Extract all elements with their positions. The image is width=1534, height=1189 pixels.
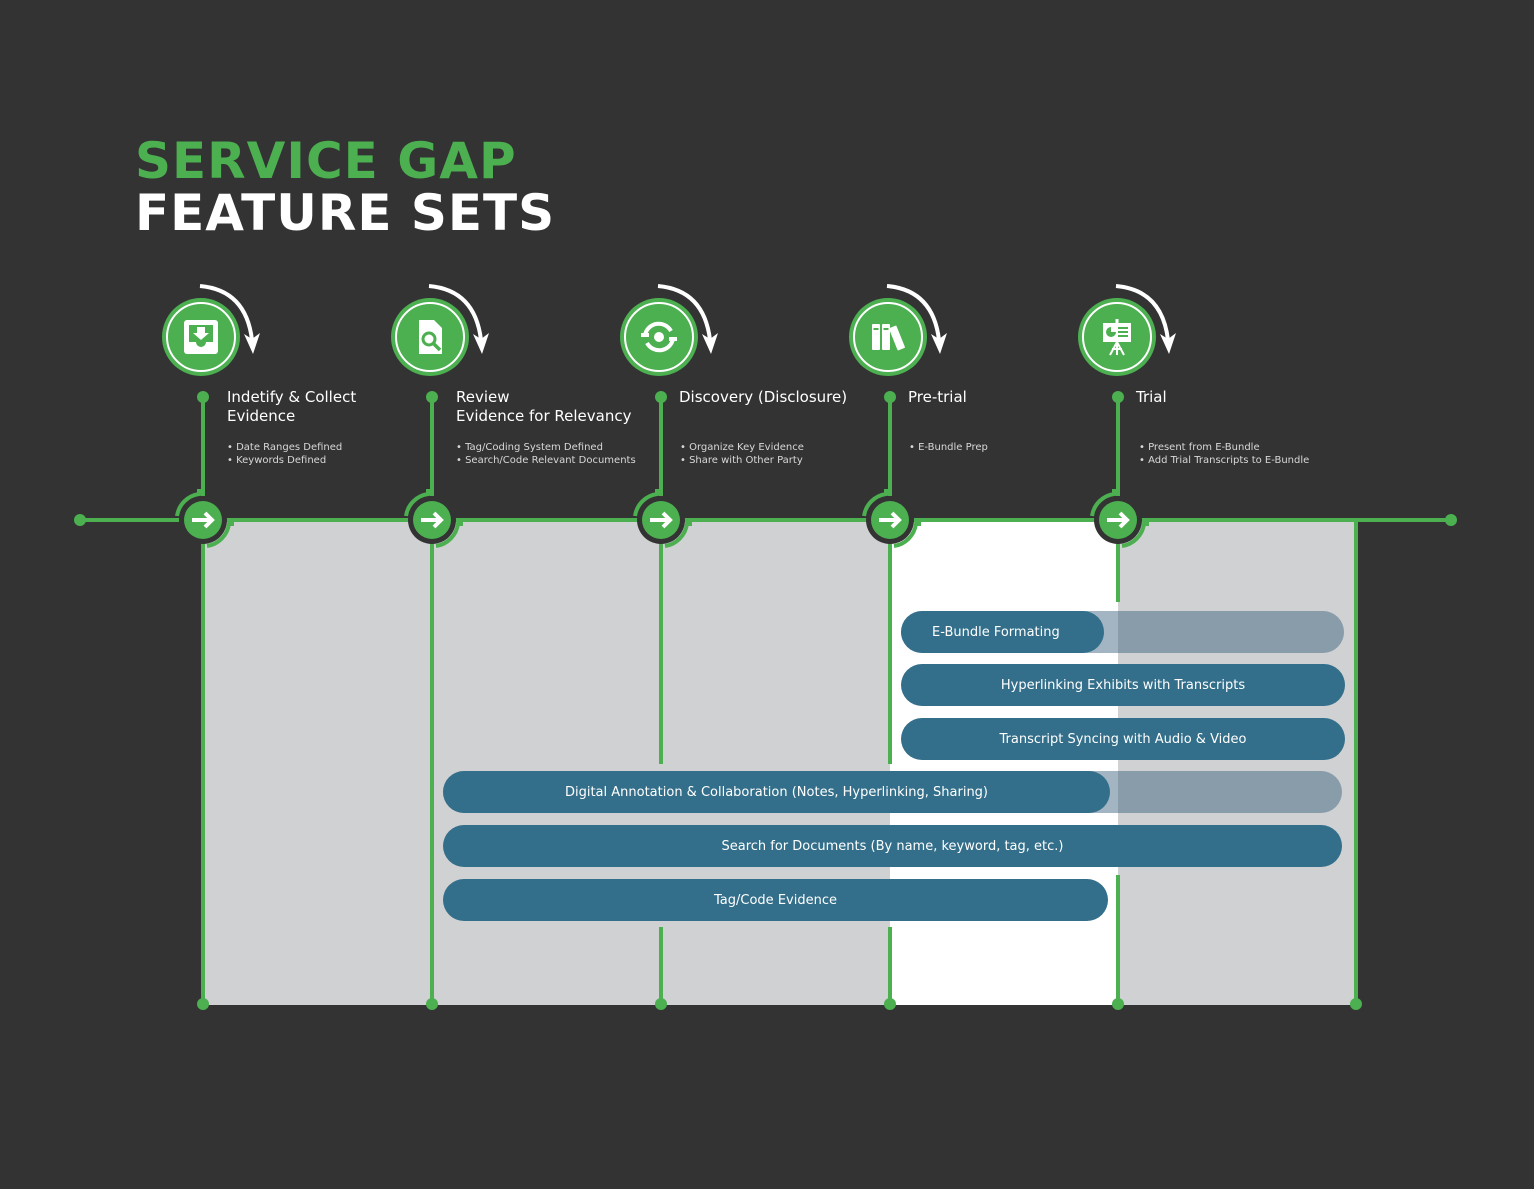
feature-label: E-Bundle Formating (932, 624, 1060, 640)
stage-3-badge (620, 298, 698, 376)
stage-5-bullets: • Present from E-Bundle • Add Trial Tran… (1139, 441, 1309, 467)
feature-bar-tag-code-evidence: Tag/Code Evidence (443, 879, 1108, 921)
stage-3-title: Discovery (Disclosure) (679, 388, 848, 406)
stage-divider-2 (430, 540, 434, 1004)
feature-label: Search for Documents (By name, keyword, … (721, 838, 1064, 854)
document-search-icon (419, 320, 442, 354)
presentation-easel-icon (1103, 319, 1131, 356)
stage-divider-5-top (1116, 540, 1120, 602)
bullet-item: • Present from E-Bundle (1139, 442, 1260, 453)
stage-divider-4-bottom (888, 927, 892, 1004)
feature-label: Transcript Syncing with Audio & Video (999, 731, 1247, 747)
exchange-cycle-icon (641, 321, 677, 353)
bullet-item: • Tag/Coding System Defined (456, 442, 603, 453)
stage-5-title: Trial (1136, 388, 1167, 406)
inbox-download-icon (184, 320, 218, 354)
stage-connector-3 (659, 396, 663, 496)
stage-2-bullets: • Tag/Coding System Defined • Search/Cod… (456, 441, 636, 467)
stage-panel-5 (1118, 520, 1356, 1005)
arrow-right-icon (1107, 511, 1130, 529)
feature-label: Digital Annotation & Collaboration (Note… (564, 784, 989, 800)
stage-4-badge (849, 298, 927, 376)
stage-panel-4-highlight (890, 520, 1118, 1005)
curved-arrow-icon (1115, 284, 1176, 354)
feature-label: Tag/Code Evidence (714, 892, 837, 908)
stage-divider-4 (888, 540, 892, 764)
arrow-right-icon (879, 511, 902, 529)
bottom-dot-1 (197, 998, 209, 1010)
bullet-item: • Share with Other Party (680, 455, 803, 466)
stage-2-title: Review Evidence for Relevancy (456, 388, 632, 425)
bullet-item: • E-Bundle Prep (909, 442, 988, 453)
timeline-node-5 (1087, 489, 1149, 551)
bullet-item: • Search/Code Relevant Documents (456, 455, 636, 466)
timeline-end-dot (1445, 514, 1457, 526)
timeline-node-2 (401, 489, 463, 551)
stage-5-badge (1078, 298, 1156, 376)
curved-arrow-icon (428, 284, 489, 354)
stage-dot-1 (197, 391, 209, 403)
binders-icon (872, 324, 905, 351)
bottom-dot-end (1350, 998, 1362, 1010)
stage-divider-3-top (659, 540, 663, 764)
title-service-gap: SERVICE GAP (135, 132, 517, 190)
feature-bar-digital-annotation: Digital Annotation & Collaboration (Note… (443, 771, 1110, 813)
stage-divider-1 (201, 540, 205, 1004)
stage-connector-4 (888, 396, 892, 496)
stage-dot-4 (884, 391, 896, 403)
feature-bar-transcript-syncing: Transcript Syncing with Audio & Video (901, 718, 1345, 760)
timeline-axis (80, 518, 1451, 522)
stage-connector-2 (430, 396, 434, 496)
stage-panel-2 (432, 520, 661, 1005)
arrow-right-icon (192, 511, 215, 529)
timeline-node-1 (172, 489, 234, 551)
stage-1-badge (162, 298, 240, 376)
arrow-right-icon (421, 511, 444, 529)
stage-divider-3-bottom (659, 927, 663, 1004)
bullet-item: • Add Trial Transcripts to E-Bundle (1139, 455, 1310, 466)
stage-connector-1 (201, 396, 205, 496)
stage-1-title: Indetify & Collect Evidence (227, 388, 357, 425)
curved-arrow-icon (886, 284, 947, 354)
stage-connector-5 (1116, 396, 1120, 496)
timeline-node-3 (630, 489, 692, 551)
timeline-node-4 (859, 489, 921, 551)
feature-label: Hyperlinking Exhibits with Transcripts (1000, 677, 1246, 693)
stage-4-bullets: • E-Bundle Prep (909, 441, 988, 454)
stage-1-bullets: • Date Ranges Defined • Keywords Defined (227, 441, 342, 467)
curved-arrow-icon (199, 284, 260, 354)
bullet-item: • Organize Key Evidence (680, 442, 804, 453)
arrow-right-icon (650, 511, 673, 529)
stage-panel-1 (203, 520, 432, 1005)
stage-panel-3 (661, 520, 890, 1005)
bottom-dot-4 (884, 998, 896, 1010)
bottom-dot-5 (1112, 998, 1124, 1010)
feature-bar-hyperlinking-exhibits: Hyperlinking Exhibits with Transcripts (901, 664, 1345, 706)
stage-4-title: Pre-trial (908, 388, 967, 406)
bullet-item: • Date Ranges Defined (227, 442, 343, 453)
bottom-dot-3 (655, 998, 667, 1010)
feature-bar-ebundle-formatting: E-Bundle Formating (901, 611, 1104, 653)
curved-arrow-icon (657, 284, 718, 354)
stage-2-badge (391, 298, 469, 376)
stage-dot-2 (426, 391, 438, 403)
stage-3-bullets: • Organize Key Evidence • Share with Oth… (680, 441, 804, 467)
stage-dot-3 (655, 391, 667, 403)
title-feature-sets: FEATURE SETS (135, 184, 556, 242)
feature-bar-search-documents: Search for Documents (By name, keyword, … (443, 825, 1342, 867)
timeline-start-dot (74, 514, 86, 526)
stage-dot-5 (1112, 391, 1124, 403)
bottom-dot-2 (426, 998, 438, 1010)
bullet-item: • Keywords Defined (227, 455, 327, 466)
stage-divider-5-bottom (1116, 875, 1120, 1004)
stage-divider-end (1354, 520, 1358, 1004)
